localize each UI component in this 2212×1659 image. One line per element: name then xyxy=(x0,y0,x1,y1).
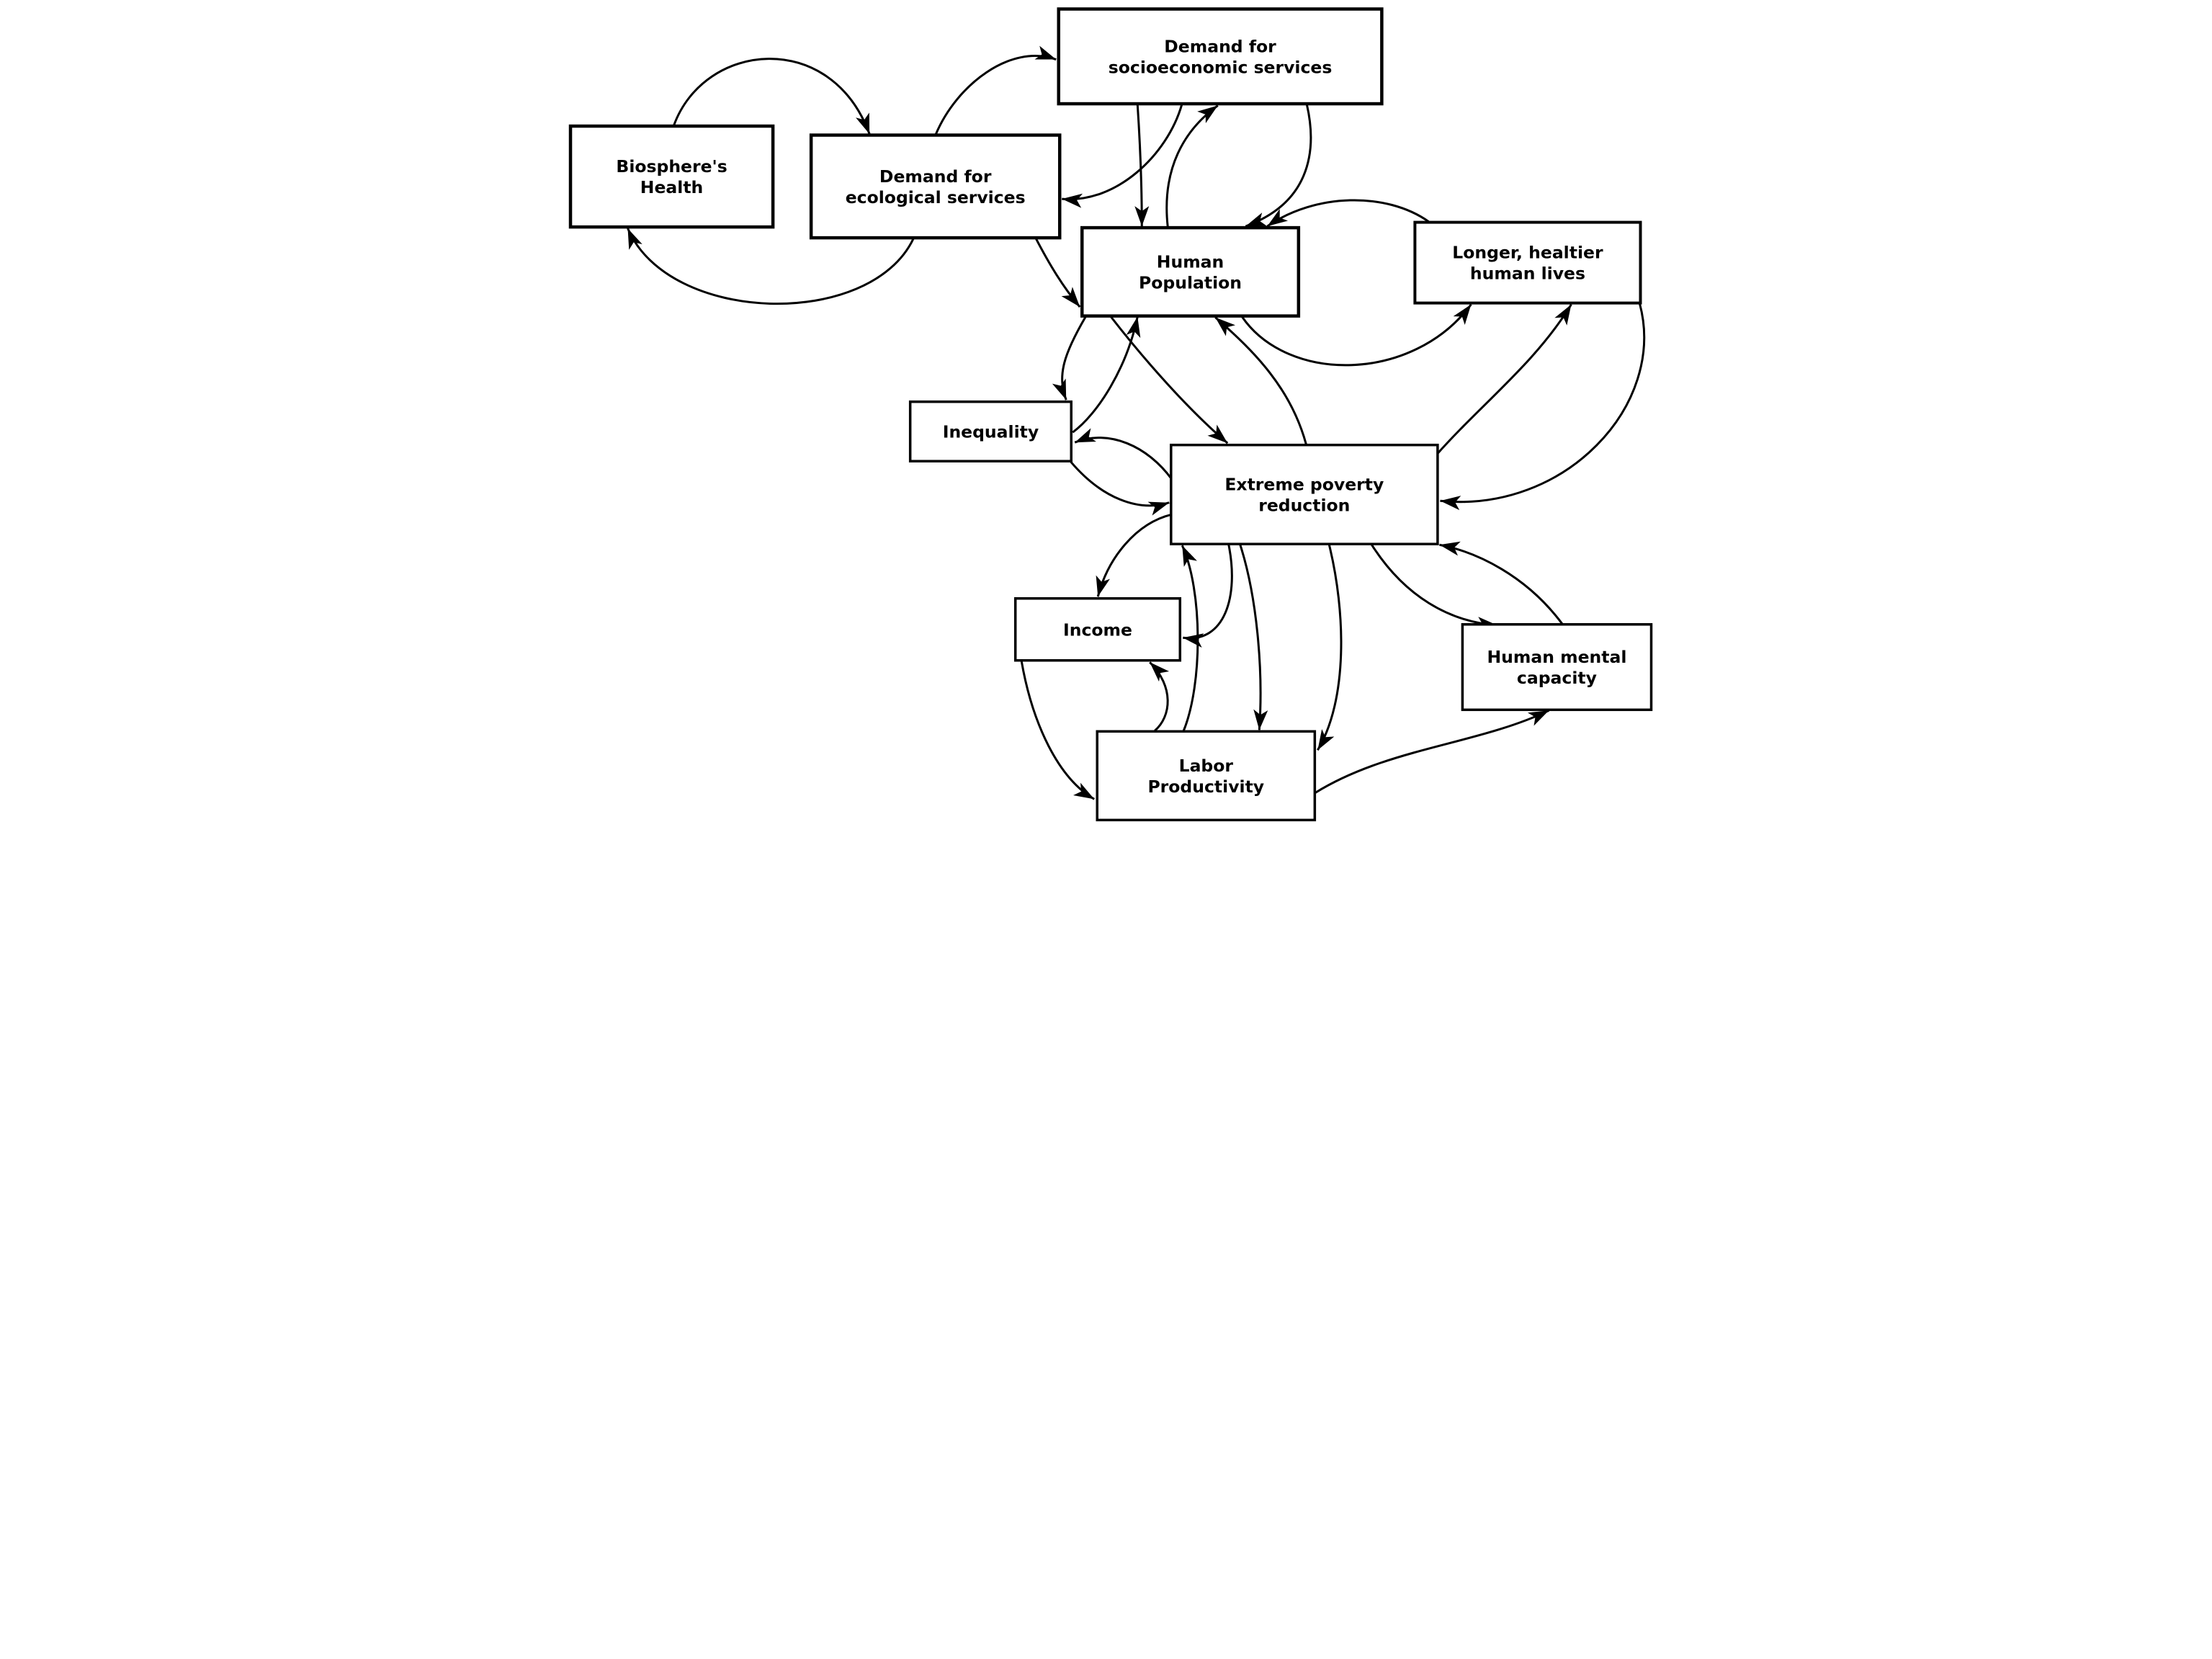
edge-eco_demand-to-biosphere xyxy=(626,228,915,305)
node-income-label: Income xyxy=(1063,620,1132,640)
edge-inequality-to-poverty_red xyxy=(1070,461,1170,516)
node-population-box xyxy=(1080,225,1300,318)
edge-population-to-socio_demand xyxy=(1165,104,1219,228)
edge-poverty_red-to-population xyxy=(1214,316,1307,445)
node-longer_lives-box xyxy=(1412,220,1642,305)
edge-labor_prod-to-poverty_red xyxy=(1181,545,1199,731)
edge-population-to-inequality xyxy=(1052,316,1087,401)
edge-eco_demand-to-socio_demand xyxy=(934,45,1057,135)
node-socio_demand-box xyxy=(1056,7,1384,106)
edge-poverty_red-to-labor_prod xyxy=(1238,544,1268,730)
edge-mental_cap-to-poverty_red xyxy=(1438,541,1564,625)
edge-eco_demand-to-population xyxy=(1034,238,1080,308)
edge-inequality-to-population xyxy=(1071,316,1140,434)
node-income-box xyxy=(1013,597,1181,662)
node-income: Income xyxy=(1013,597,1181,662)
node-inequality: Inequality xyxy=(908,400,1073,462)
edge-socio_demand-to-population xyxy=(1134,104,1149,227)
edge-poverty_red-to-income xyxy=(1096,513,1172,597)
edge-socio_demand-to-population xyxy=(1245,104,1312,228)
edge-socio_demand-to-eco_demand xyxy=(1061,104,1183,208)
node-inequality-box xyxy=(908,400,1073,462)
node-mental_cap-box xyxy=(1461,623,1652,712)
edge-income-to-labor_prod xyxy=(1020,661,1095,800)
edge-poverty_red-to-longer_lives xyxy=(1435,303,1572,456)
edge-longer_lives-to-population xyxy=(1266,199,1429,228)
node-eco_demand-box xyxy=(809,133,1061,240)
edge-biosphere-to-eco_demand xyxy=(672,58,871,135)
node-biosphere-box xyxy=(568,124,774,229)
node-inequality-label: Inequality xyxy=(942,421,1038,442)
node-poverty_red-box xyxy=(1169,443,1439,545)
edge-labor_prod-to-income xyxy=(1148,661,1169,732)
edge-poverty_red-to-labor_prod xyxy=(1316,544,1342,751)
edge-population-to-poverty_red xyxy=(1109,316,1228,444)
edge-longer_lives-to-poverty_red xyxy=(1439,303,1645,511)
edge-poverty_red-to-inequality xyxy=(1074,428,1173,480)
node-labor_prod-box xyxy=(1095,730,1316,822)
edge-population-to-longer_lives xyxy=(1240,303,1472,367)
edge-labor_prod-to-mental_cap xyxy=(1315,709,1549,794)
